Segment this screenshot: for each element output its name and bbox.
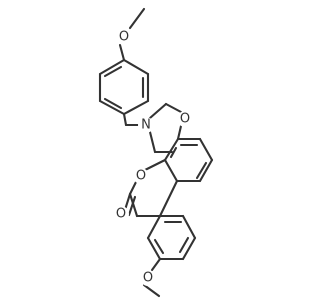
oxygen-label: O	[143, 271, 153, 286]
atom-o-carbonyl: O	[113, 206, 129, 222]
oxygen-label: O	[180, 112, 190, 127]
lactone-ring	[128, 158, 179, 218]
central-benzene-ring	[163, 137, 214, 183]
atom-n-ring: N	[138, 117, 154, 133]
bottom-methoxy-group	[142, 257, 162, 298]
bottom-benzene-ring	[146, 214, 197, 261]
atom-o-ring: O	[177, 111, 193, 127]
atom-o-lactone: O	[133, 168, 149, 184]
oxazine-ring	[148, 102, 183, 154]
nitrogen-label: N	[141, 118, 151, 133]
top-methoxy-group	[118, 7, 146, 62]
atom-o-methoxy-top: O	[116, 29, 132, 45]
oxygen-label: O	[136, 169, 146, 184]
chemical-structure-diagram: O N O O O O	[98, 7, 214, 298]
molecule-canvas: O N O O O O	[98, 7, 214, 298]
oxygen-label: O	[119, 30, 129, 45]
methoxybenzyl-ring	[98, 58, 150, 116]
oxygen-label: O	[116, 207, 126, 222]
atom-o-methoxy-bottom: O	[140, 270, 156, 286]
